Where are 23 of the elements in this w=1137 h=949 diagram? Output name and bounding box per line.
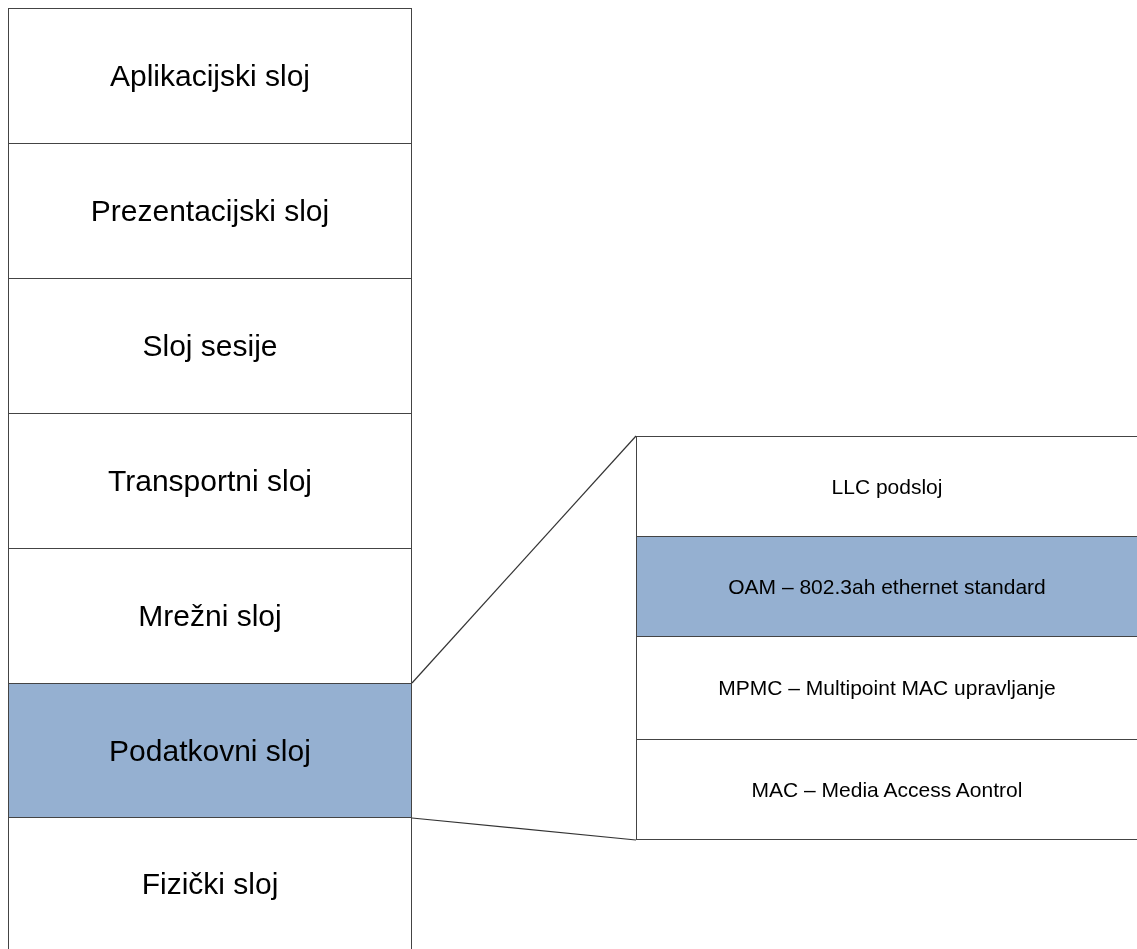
layer-box <box>8 8 412 144</box>
layer-label: Aplikacijski sloj <box>109 59 311 93</box>
layer-label: MPMC – Multipoint MAC upravljanje <box>718 676 1056 700</box>
layer-label: Transportni sloj <box>108 464 312 498</box>
layer-label: Podatkovni sloj <box>109 733 311 768</box>
layer-box <box>8 683 412 818</box>
sublayer-box <box>636 436 1137 537</box>
layer-label: MAC – Media Access Aontrol <box>751 777 1023 802</box>
zoom-line <box>411 435 637 684</box>
sublayer-box <box>636 536 1137 637</box>
layer-label: OAM – 802.3ah ethernet standard <box>728 574 1046 599</box>
layer-label: Mrežni sloj <box>138 599 282 633</box>
layer-box <box>8 278 412 414</box>
layer-label: Fizički sloj <box>141 866 279 901</box>
layer-label: LLC podsloj <box>831 474 943 499</box>
sublayer-box <box>636 739 1137 840</box>
layer-box <box>8 413 412 549</box>
layer-label: Prezentacijski sloj <box>90 194 330 228</box>
layer-box <box>8 548 412 684</box>
layer-label: Sloj sesije <box>142 329 278 363</box>
layer-box <box>8 143 412 279</box>
layer-box <box>8 817 412 949</box>
zoom-line <box>411 817 637 841</box>
